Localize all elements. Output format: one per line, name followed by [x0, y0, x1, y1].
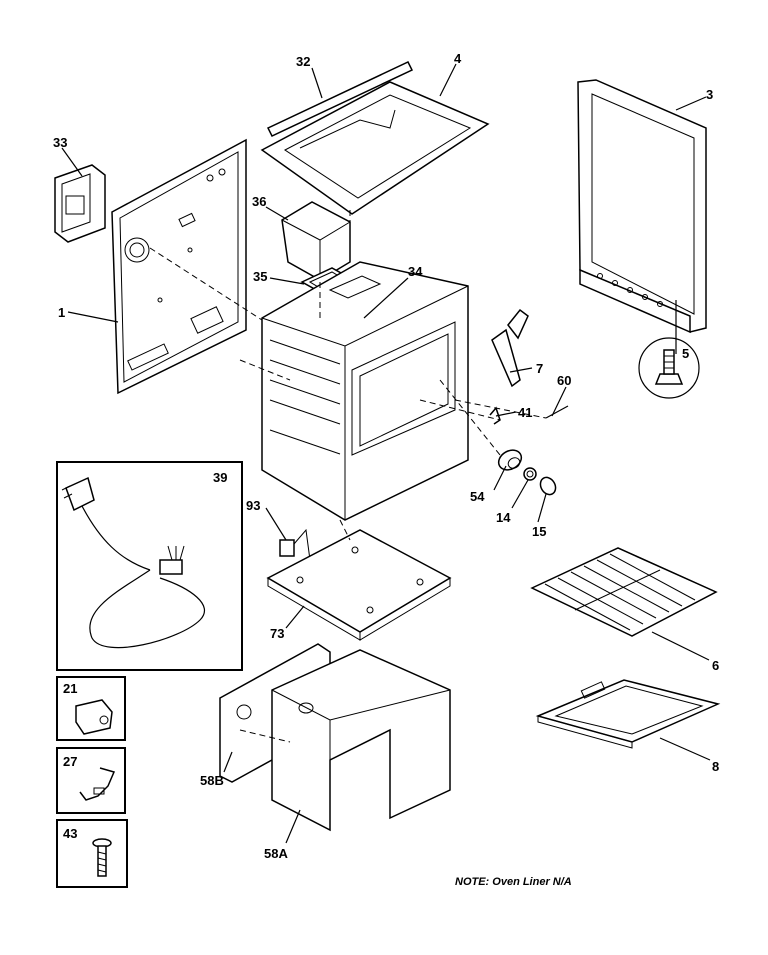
part-39-box	[56, 461, 243, 671]
callout-1: 1	[58, 305, 65, 320]
part-21-clip	[75, 699, 113, 735]
part-14-nut	[523, 467, 537, 481]
callout-32: 32	[296, 54, 310, 69]
callout-8: 8	[712, 759, 719, 774]
part-58A-insulation-wrap	[271, 649, 451, 832]
callout-7: 7	[536, 361, 543, 376]
callout-60: 60	[557, 373, 571, 388]
part-43-box	[56, 819, 128, 888]
part-27-strap	[79, 767, 116, 801]
callout-39: 39	[213, 470, 227, 485]
oven-body	[261, 261, 469, 521]
note-oven-liner: NOTE: Oven Liner N/A	[455, 876, 572, 888]
part-27-box	[56, 747, 126, 814]
callout-33: 33	[53, 135, 67, 150]
part-73-bottom-panel	[266, 529, 452, 641]
part-93-terminal	[279, 528, 311, 561]
part-60-pin	[545, 405, 569, 419]
part-54-socket	[497, 449, 523, 471]
callout-35: 35	[253, 269, 267, 284]
part-21-box	[56, 676, 126, 741]
callout-36: 36	[252, 194, 266, 209]
callout-15: 15	[532, 524, 546, 539]
part-32-top-rail	[266, 61, 414, 137]
part-3-side-frame	[577, 79, 707, 334]
callout-54: 54	[470, 489, 485, 504]
callout-58A: 58A	[264, 846, 288, 861]
callout-6: 6	[712, 658, 719, 673]
part-8-broiler-pan	[535, 679, 721, 749]
part-15-bulb	[539, 476, 557, 496]
callout-73: 73	[270, 626, 284, 641]
part-36-vent-duct	[281, 201, 351, 281]
callout-93: 93	[246, 498, 260, 513]
part-5-leveling-leg	[638, 337, 700, 399]
part-39-power-cord	[61, 476, 206, 649]
assembly-lines	[149, 210, 547, 743]
callout-4: 4	[454, 51, 462, 66]
callout-34: 34	[408, 264, 423, 279]
part-6-oven-rack	[530, 547, 718, 637]
callout-41: 41	[518, 405, 532, 420]
part-7-hinge	[491, 308, 529, 388]
callout-5: 5	[682, 346, 689, 361]
part-4-top-panel	[260, 81, 490, 215]
callout-21: 21	[63, 681, 77, 696]
callout-27: 27	[63, 754, 77, 769]
leader-lines	[61, 63, 711, 844]
part-41-clip	[489, 406, 501, 425]
callout-3: 3	[706, 87, 713, 102]
callout-43: 43	[63, 826, 77, 841]
part-43-screw	[92, 838, 112, 877]
callout-14: 14	[496, 510, 511, 525]
part-33-bracket	[54, 164, 106, 243]
callout-58B: 58B	[200, 773, 224, 788]
